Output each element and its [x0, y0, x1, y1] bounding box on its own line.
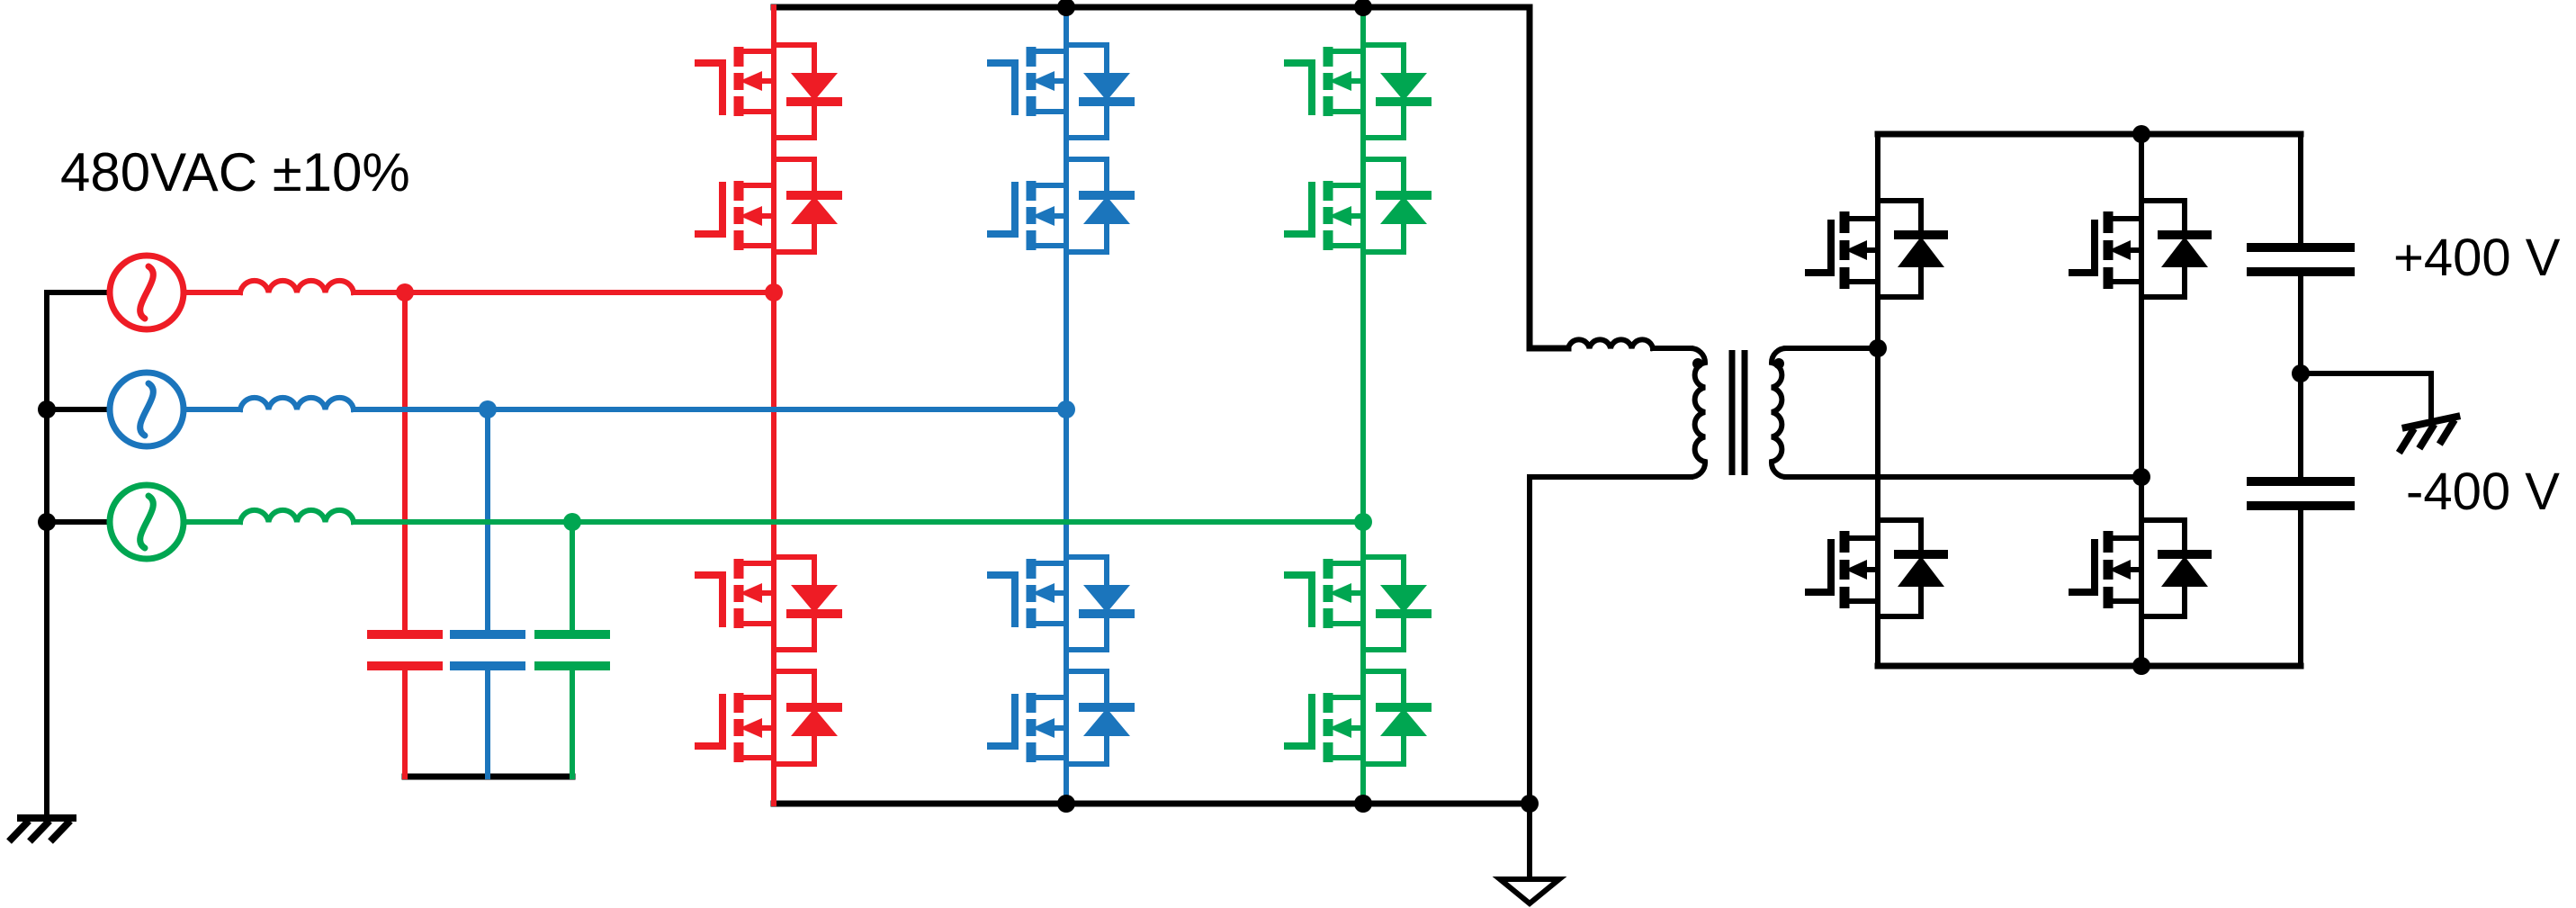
filter-inductor-b-icon — [240, 398, 354, 409]
output-positive-label: +400 V — [2393, 229, 2561, 287]
junction-dot — [1057, 0, 1075, 16]
earth-ground-left-icon — [9, 818, 76, 841]
signal-ground-icon — [1500, 879, 1559, 904]
junction-dot — [38, 400, 56, 418]
transformer-icon — [1691, 346, 1786, 481]
series-inductor-icon — [1568, 339, 1653, 348]
junction-dot — [563, 513, 581, 531]
ac-source-a-icon — [110, 256, 184, 329]
filter-capacitor-a-icon — [372, 634, 438, 666]
junction-dots — [38, 0, 2310, 813]
junction-dot — [396, 283, 414, 301]
junction-dot — [765, 283, 783, 301]
junction-dot — [2132, 468, 2150, 486]
matrix-top-bus — [770, 4, 1572, 352]
junction-dot — [479, 400, 497, 418]
bidirectional-switch-a-top-icon — [698, 45, 838, 252]
bidirectional-switch-b-top-icon — [991, 45, 1130, 252]
primary-polarity-dot — [1692, 358, 1703, 369]
junction-dot — [2132, 125, 2150, 143]
phase-c-circuit — [110, 4, 1427, 806]
output-negative-label: -400 V — [2406, 463, 2560, 521]
bidirectional-switch-c-top-icon — [1288, 45, 1427, 252]
junction-dot — [1354, 513, 1372, 531]
phase-b-circuit — [110, 4, 1130, 806]
dc-capacitor-bottom-icon — [2251, 481, 2350, 506]
bidirectional-switch-a-bottom-icon — [698, 557, 838, 764]
phase-a-circuit — [110, 4, 838, 806]
earth-ground-right-icon — [2394, 416, 2465, 453]
junction-dot — [1521, 795, 1539, 813]
junction-dot — [1057, 400, 1075, 418]
filter-capacitor-b-icon — [454, 634, 521, 666]
bidirectional-switch-c-bottom-icon — [1288, 557, 1427, 764]
junction-dot — [2292, 364, 2310, 382]
junction-dot — [1354, 795, 1372, 813]
input-voltage-label: 480VAC ±10% — [60, 142, 410, 202]
secondary-polarity-dot — [1773, 358, 1784, 369]
dc-midpoint-ground-wire — [2298, 371, 2434, 421]
filter-inductor-c-icon — [240, 510, 354, 522]
filter-capacitor-c-icon — [539, 634, 606, 666]
ac-source-b-icon — [110, 373, 184, 446]
junction-dot — [1869, 339, 1887, 357]
junction-dot — [2132, 657, 2150, 675]
ac-source-c-icon — [110, 485, 184, 559]
primary-return-wire — [1527, 474, 1693, 806]
neutral-and-dc-wiring — [9, 4, 2465, 904]
neutral-bus — [44, 290, 112, 821]
bidirectional-switch-b-bottom-icon — [991, 557, 1130, 764]
junction-dot — [1057, 795, 1075, 813]
junction-dot — [1354, 0, 1372, 16]
junction-dot — [38, 513, 56, 531]
filter-inductor-a-icon — [240, 281, 354, 292]
dc-capacitor-top-icon — [2251, 247, 2350, 272]
